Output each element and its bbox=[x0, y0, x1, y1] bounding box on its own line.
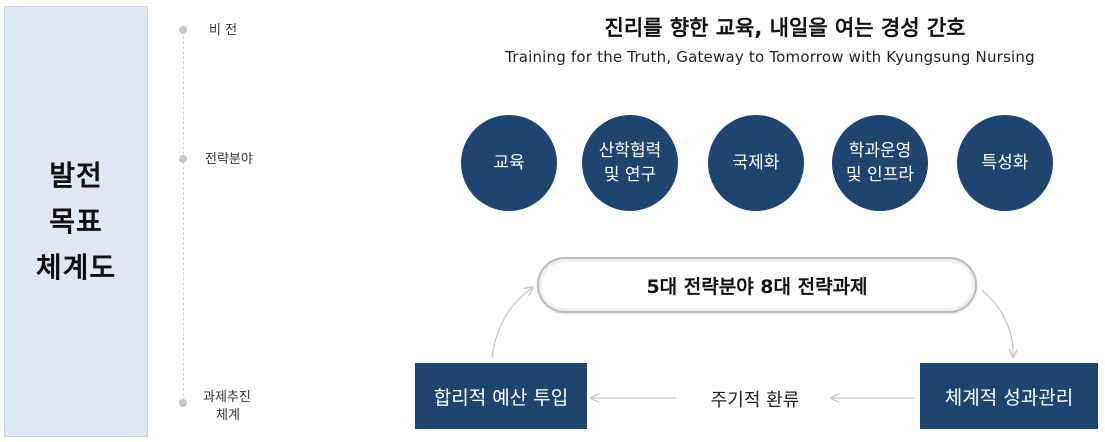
timeline-label-system-1: 과제추진 bbox=[203, 390, 251, 405]
side-title-panel: 발전 목표 체계도 bbox=[4, 6, 148, 437]
strategy-circle-industry-research: 산학협력 및 연구 bbox=[582, 115, 678, 211]
timeline-dot-system bbox=[179, 399, 187, 407]
strategy-tasks-pill: 5대 전략분야 8대 전략과제 bbox=[537, 257, 977, 313]
strategy-circle-internationalization: 국제화 bbox=[708, 115, 804, 211]
side-title-line3: 체계도 bbox=[35, 250, 117, 284]
arrow-pill-to-right bbox=[981, 289, 1013, 356]
side-title-line2: 목표 bbox=[49, 204, 103, 238]
timeline-dot-strategy bbox=[179, 155, 187, 163]
strategy-circle-operation-infra: 학과운영 및 인프라 bbox=[832, 115, 928, 211]
strategy-circle-specialization: 특성화 bbox=[957, 115, 1053, 211]
timeline-label-system-2: 체계 bbox=[216, 408, 240, 423]
timeline-dot-vision bbox=[179, 26, 187, 34]
side-title-line1: 발전 bbox=[49, 158, 103, 192]
timeline-line bbox=[183, 26, 184, 406]
timeline-label-strategy: 전략분야 bbox=[205, 152, 253, 167]
vision-title: 진리를 향한 교육, 내일을 여는 경성 간호 bbox=[604, 16, 966, 40]
arrow-left-to-pill bbox=[491, 288, 532, 358]
timeline-label-vision: 비 전 bbox=[209, 23, 238, 38]
feedback-label: 주기적 환류 bbox=[710, 390, 800, 411]
budget-input-box: 합리적 예산 투입 bbox=[415, 363, 587, 429]
performance-management-box: 체계적 성과관리 bbox=[920, 363, 1098, 429]
strategy-circle-education: 교육 bbox=[461, 115, 557, 211]
vision-subtitle: Training for the Truth, Gateway to Tomor… bbox=[505, 48, 1035, 66]
